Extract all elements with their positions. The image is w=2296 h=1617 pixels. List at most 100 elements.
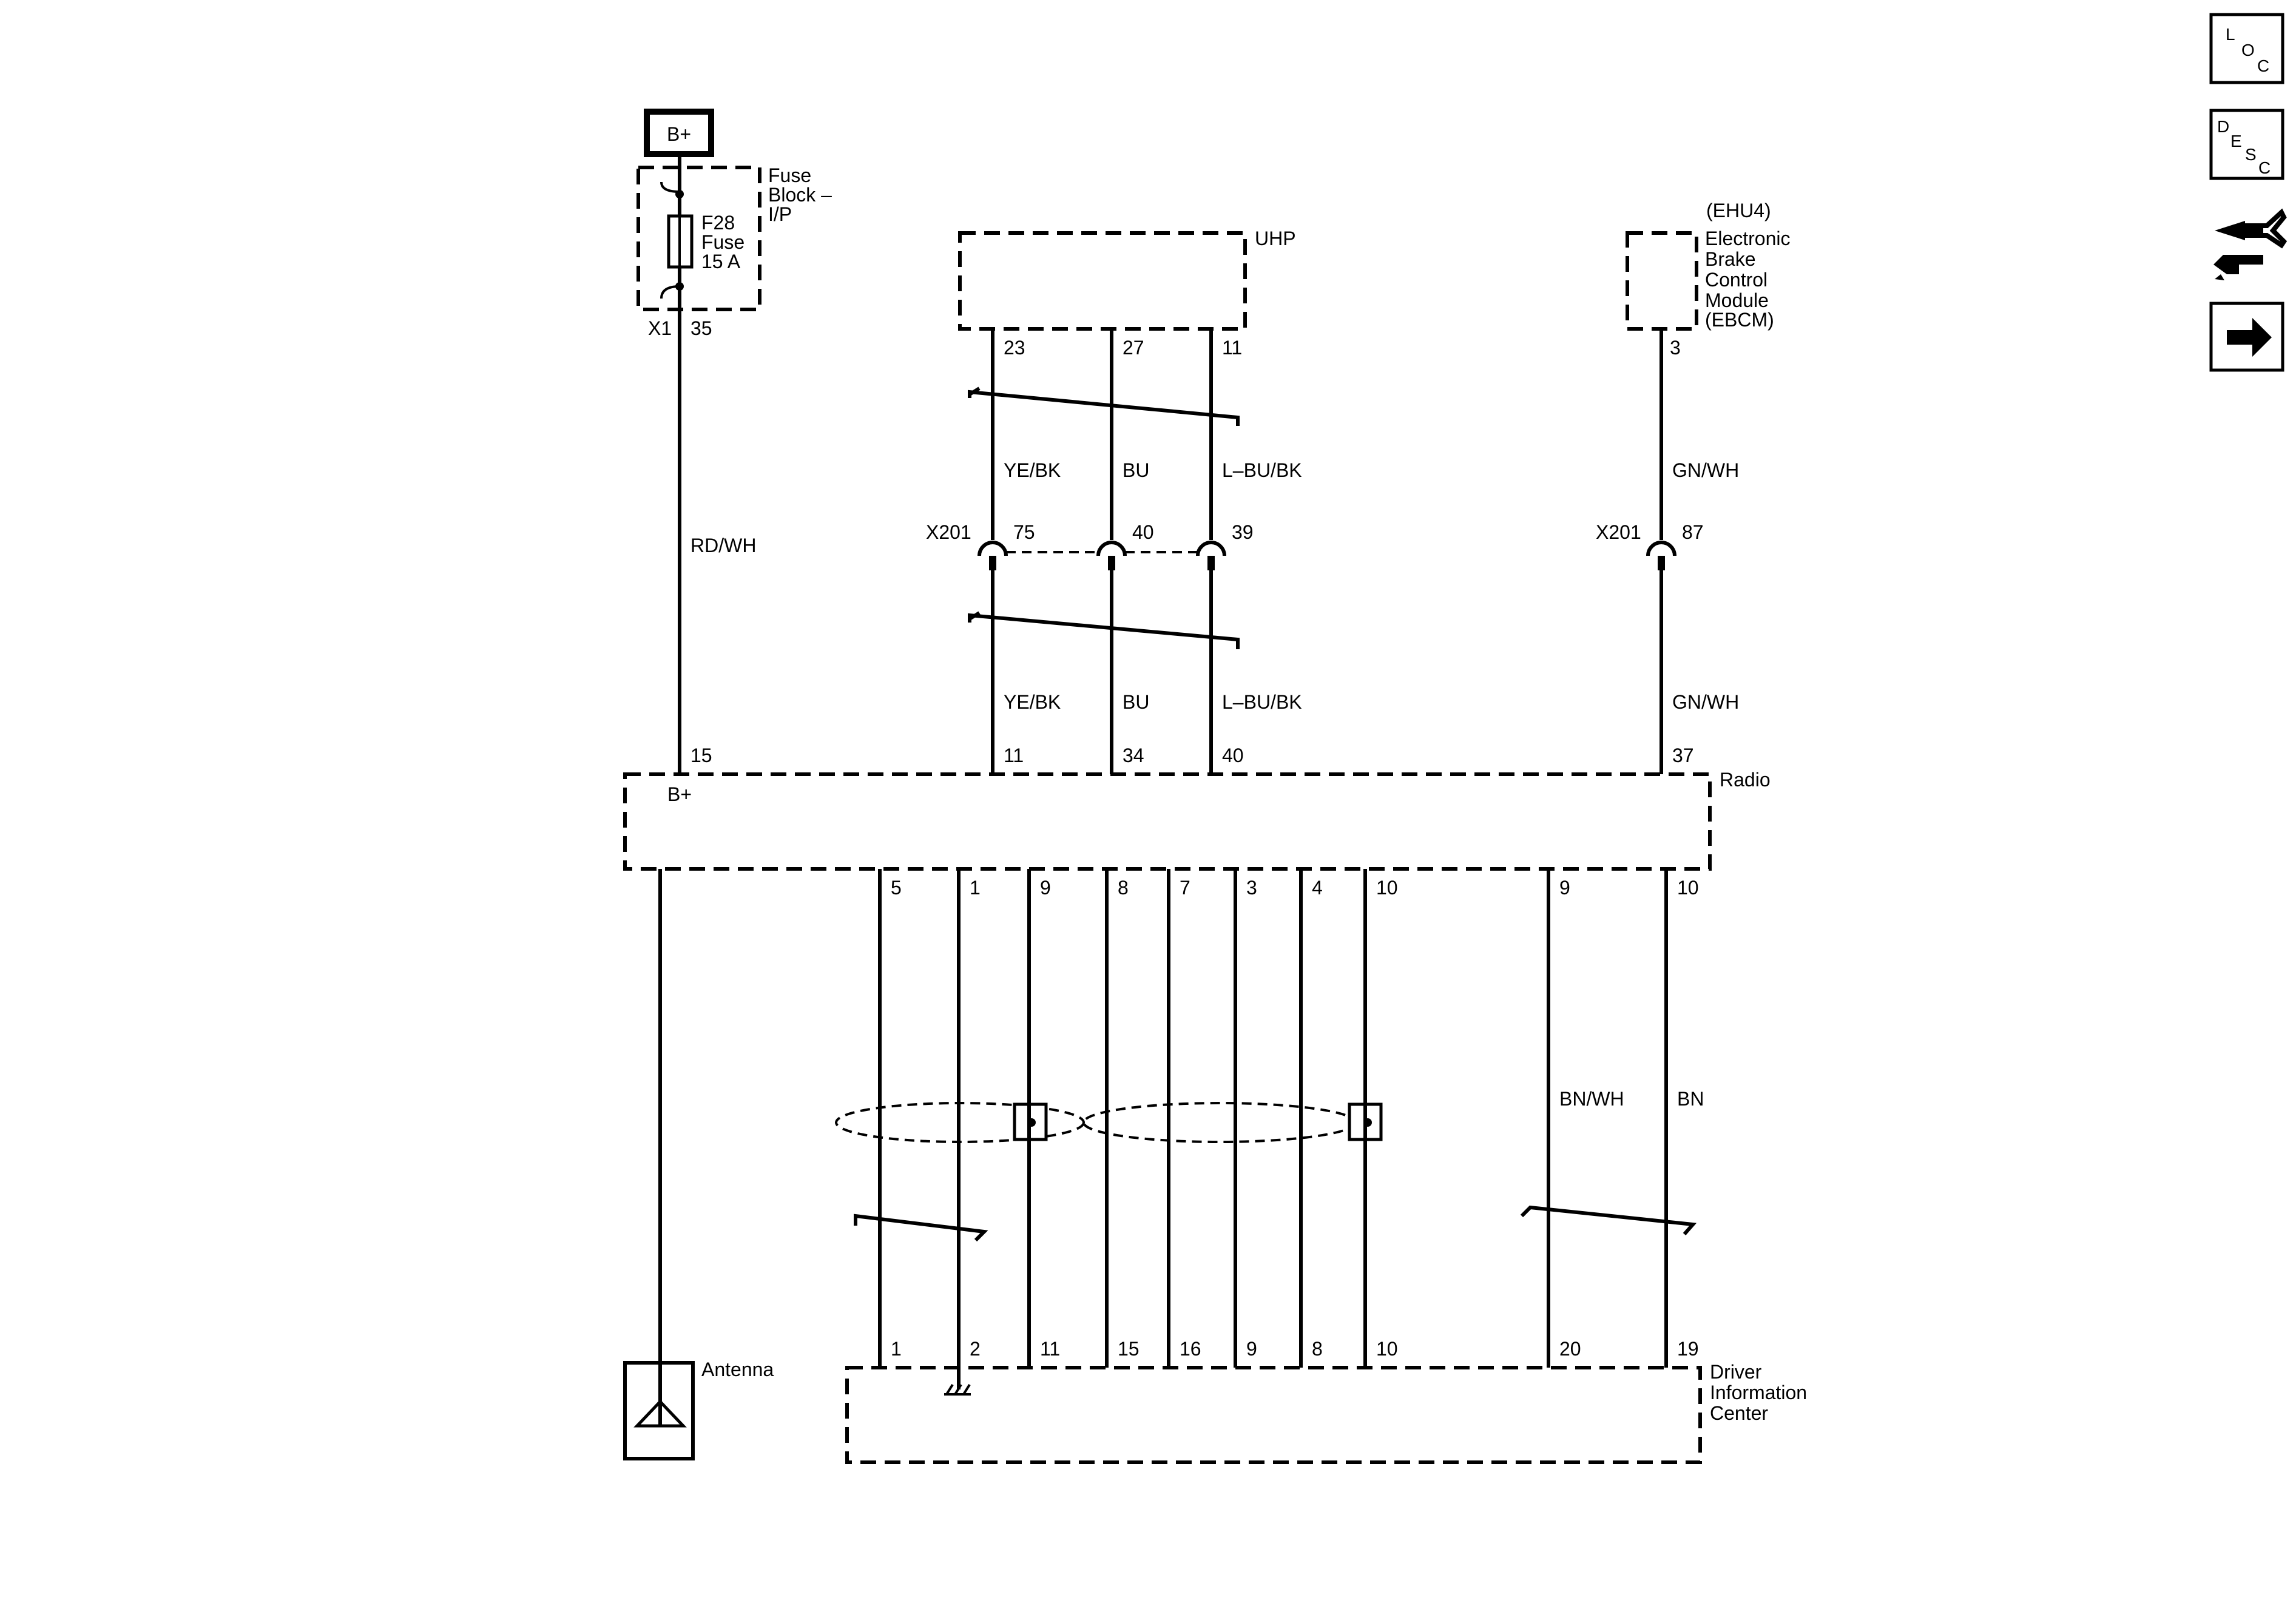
- ebcm-label-3: Brake: [1705, 248, 1756, 270]
- x201-right-label: X201: [1596, 521, 1641, 543]
- uhp-module: UHP 23 27 11: [958, 228, 1296, 359]
- radio-top-pin-15: 15: [690, 744, 712, 766]
- dic-pin-19: 19: [1677, 1338, 1699, 1360]
- x201-pin-87: 87: [1682, 521, 1704, 543]
- next-button[interactable]: [2209, 302, 2284, 372]
- radio-bottom-pin-10a: 10: [1376, 877, 1398, 899]
- x201-left-label: X201: [926, 521, 971, 543]
- x201-pin-39: 39: [1232, 521, 1254, 543]
- loc-button[interactable]: L O C: [2209, 13, 2284, 84]
- radio-top-pin-34: 34: [1123, 744, 1144, 766]
- radio-top-pin-40: 40: [1222, 744, 1244, 766]
- wire-label-bn: BN: [1677, 1088, 1704, 1110]
- fuse-block-label-3: I/P: [768, 203, 792, 225]
- antenna-icon: [633, 1399, 687, 1428]
- radio-bottom-pin-4: 4: [1312, 877, 1323, 899]
- dic-module: Driver Information Center 1 2 11 15 16 9…: [845, 1338, 1807, 1464]
- radio-bottom-pin-5: 5: [891, 877, 902, 899]
- connector-tool-icon: [2213, 208, 2288, 280]
- dic-pin-16: 16: [1180, 1338, 1201, 1360]
- shield-2: [1082, 1102, 1357, 1143]
- wire-label-uhp-1-upper: YE/BK: [1004, 459, 1061, 481]
- uhp-label: UHP: [1255, 228, 1296, 249]
- wire-label-uhp-3-upper: L–BU/BK: [1222, 459, 1302, 481]
- fuse-block: Fuse Block – I/P F28 Fuse 15 A X1 35: [636, 154, 832, 339]
- dic-label-1: Driver: [1710, 1361, 1762, 1383]
- fuse-connector-label: X1: [648, 317, 672, 339]
- loc-icon-l: L: [2226, 25, 2235, 44]
- uhp-pin-27: 27: [1123, 337, 1144, 359]
- radio-top-pin-11: 11: [1004, 744, 1024, 766]
- shield-1: [835, 1102, 1085, 1143]
- dic-label-3: Center: [1710, 1402, 1768, 1424]
- twisted-pair-upper: [968, 390, 1240, 426]
- wire-label-uhp-2-lower: BU: [1123, 691, 1149, 713]
- dic-pin-15: 15: [1118, 1338, 1140, 1360]
- dic-pin-20: 20: [1559, 1338, 1581, 1360]
- fuse-block-label-2: Block –: [768, 184, 832, 206]
- radio-bottom-pin-9: 9: [1040, 877, 1051, 899]
- power-label: B+: [667, 123, 691, 145]
- antenna-label: Antenna: [701, 1359, 774, 1380]
- ebcm-label-1: (EHU4): [1706, 200, 1771, 221]
- fuse-block-label-1: Fuse: [768, 164, 811, 186]
- ebcm-label-6: (EBCM): [1705, 309, 1774, 331]
- fuse-pin-label: 35: [690, 317, 712, 339]
- radio-bottom-pin-7: 7: [1180, 877, 1190, 899]
- fuse-name-1: F28: [701, 212, 735, 234]
- wire-label-gn-wh-lower: GN/WH: [1672, 691, 1739, 713]
- power-source: B+: [644, 109, 714, 157]
- loc-icon-c: C: [2257, 56, 2269, 75]
- antenna: Antenna: [623, 1359, 774, 1460]
- ebcm-label-2: Electronic: [1705, 228, 1791, 249]
- desc-icon-c: C: [2258, 158, 2271, 177]
- radio-bottom-pin-8: 8: [1118, 877, 1129, 899]
- radio-bottom-pin-9b: 9: [1559, 877, 1570, 899]
- dic-label-2: Information: [1710, 1382, 1807, 1403]
- radio-bottom-pin-3: 3: [1246, 877, 1257, 899]
- wire-label-rd-wh: RD/WH: [690, 535, 756, 556]
- desc-icon-e: E: [2230, 132, 2242, 150]
- dic-pin-1: 1: [891, 1338, 902, 1360]
- loc-icon-o: O: [2241, 41, 2255, 59]
- wire-label-uhp-1-lower: YE/BK: [1004, 691, 1061, 713]
- desc-icon-s: S: [2245, 145, 2257, 164]
- ground-icon: [944, 1377, 971, 1396]
- uhp-pin-23: 23: [1004, 337, 1025, 359]
- wire-label-bn-wh: BN/WH: [1559, 1088, 1624, 1110]
- radio-bottom-pin-10b: 10: [1677, 877, 1699, 899]
- radio-label: Radio: [1720, 769, 1771, 791]
- ebcm-pin: 3: [1670, 337, 1681, 359]
- connector-tool-button[interactable]: [2213, 208, 2288, 280]
- radio-bplus-label: B+: [667, 783, 692, 805]
- radio-bottom-pin-1: 1: [970, 877, 981, 899]
- desc-icon-d: D: [2217, 117, 2229, 136]
- twisted-pair-dic-1: [854, 1214, 988, 1242]
- dic-pin-2: 2: [970, 1338, 981, 1360]
- ebcm-module: (EHU4) Electronic Brake Control Module (…: [1626, 200, 1791, 359]
- arrow-right-icon: [2227, 318, 2272, 357]
- x201-pin-40: 40: [1132, 521, 1154, 543]
- wire-label-uhp-3-lower: L–BU/BK: [1222, 691, 1302, 713]
- dic-wire-bundle: BN/WH BN: [835, 869, 1704, 1377]
- ebcm-label-4: Control: [1705, 269, 1768, 291]
- fuse-name-2: Fuse: [701, 231, 745, 253]
- twisted-pair-lower: [968, 613, 1240, 649]
- radio-top-pin-37: 37: [1672, 744, 1694, 766]
- twisted-pair-dic-2: [1520, 1205, 1697, 1235]
- desc-button[interactable]: D E S C: [2209, 109, 2284, 180]
- x201-connector-right: X201 87: [1596, 521, 1704, 570]
- x201-connector-left: X201 75 40 39: [926, 521, 1254, 570]
- wire-label-uhp-2-upper: BU: [1123, 459, 1149, 481]
- dic-pin-10: 10: [1376, 1338, 1398, 1360]
- dic-pin-9: 9: [1246, 1338, 1257, 1360]
- x201-pin-75: 75: [1013, 521, 1035, 543]
- ebcm-label-5: Module: [1705, 289, 1769, 311]
- dic-pin-11: 11: [1040, 1338, 1060, 1360]
- dic-pin-8: 8: [1312, 1338, 1323, 1360]
- radio-module: Radio B+ 15 11 34 40 37 5 1 9 8 7 3 4 10…: [623, 744, 1771, 899]
- fuse-name-3: 15 A: [701, 251, 741, 272]
- uhp-pin-11: 11: [1222, 337, 1242, 359]
- wire-label-gn-wh-upper: GN/WH: [1672, 459, 1739, 481]
